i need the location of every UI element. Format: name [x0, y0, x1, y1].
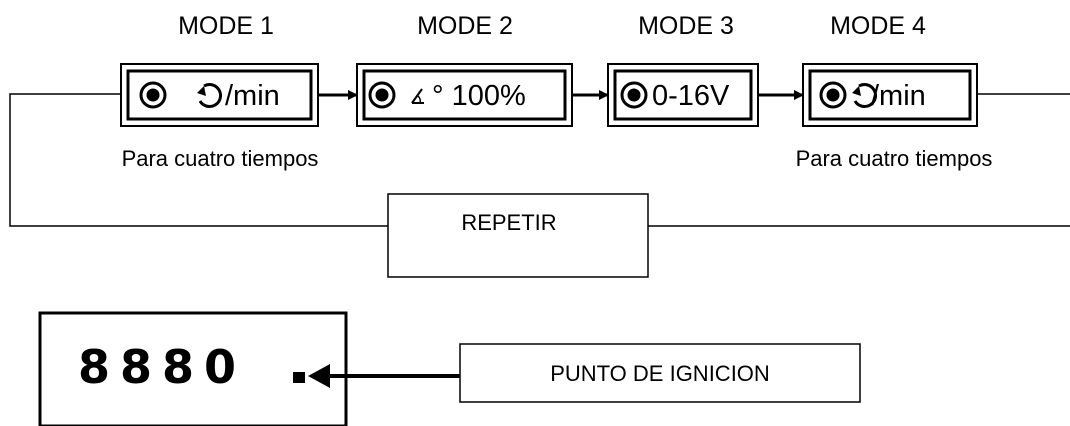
mode-2-box: ° 100% [356, 63, 573, 127]
mode-4-title: MODE 4 [830, 12, 926, 40]
repeat-box: REPETIR [387, 193, 649, 278]
indicator-dot-icon [819, 81, 847, 109]
rotation-icon [852, 83, 877, 108]
angle-icon [411, 88, 424, 104]
ignition-label: PUNTO DE IGNICION [550, 361, 770, 386]
indicator-dot-icon [139, 81, 167, 109]
ignition-label-box: PUNTO DE IGNICION [459, 343, 861, 403]
mode-1-title: MODE 1 [178, 12, 274, 40]
repeat-label: REPETIR [461, 210, 556, 235]
display-digits: 8880 [78, 340, 246, 394]
loop-line-left-bottom [9, 138, 388, 227]
mode-1-text: /min [225, 80, 280, 112]
caption-right: Para cuatro tiempos [796, 146, 993, 171]
indicator-dot-icon [620, 81, 648, 109]
mode-2-title: MODE 2 [417, 12, 513, 40]
display-decimal-point [293, 372, 305, 383]
mode-4-box: /min [802, 63, 978, 127]
mode-1-box: /min [120, 63, 319, 127]
mode-4-text: /min [871, 80, 926, 112]
loop-line-left-top [9, 93, 120, 138]
mode-3-title: MODE 3 [638, 12, 734, 40]
indicator-dot-icon [368, 81, 396, 109]
mode-3-text: 0-16V [652, 80, 730, 112]
digital-display: 8880 [38, 311, 348, 426]
mode-3-box: 0-16V [607, 63, 759, 127]
ignition-arrow [308, 364, 460, 388]
caption-left: Para cuatro tiempos [122, 146, 319, 171]
rotation-icon [197, 83, 222, 108]
mode-2-text: ° 100% [432, 80, 526, 112]
